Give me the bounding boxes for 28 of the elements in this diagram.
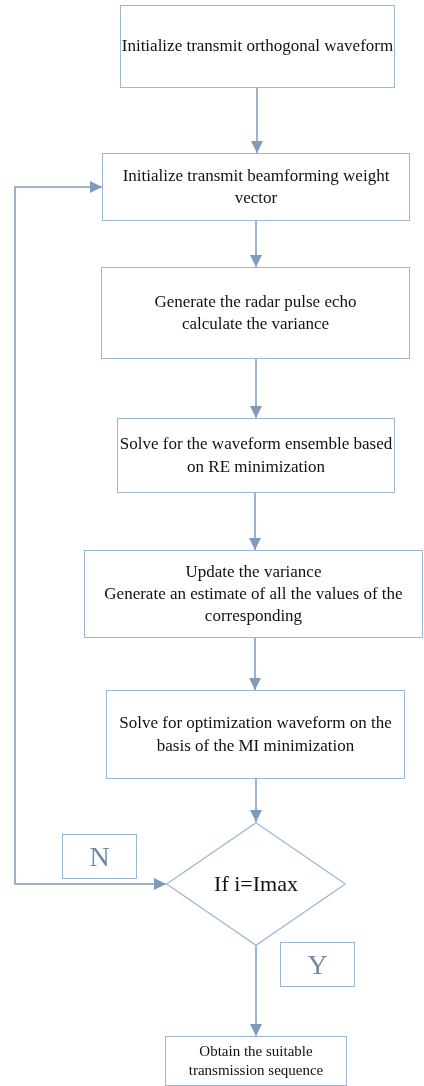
arrow: [250, 945, 262, 1037]
process-box: [101, 267, 410, 359]
step-text: Generate the radar pulse echo: [154, 290, 357, 313]
process-box: [84, 550, 423, 638]
step-text: Generate an estimate of all the values of the corresponding: [103, 582, 404, 628]
arrow: [251, 87, 263, 154]
arrow: [250, 220, 262, 268]
step-text: Solve for the waveform ensemble based on RE minimization: [118, 433, 394, 478]
process-box: [120, 5, 395, 88]
step-text: Initialize transmit orthogonal waveform: [121, 35, 394, 58]
process-box: [102, 153, 410, 221]
edge-label: N: [62, 834, 137, 879]
edge-label: Y: [280, 942, 355, 987]
arrow: [250, 778, 262, 823]
process-box: [165, 1036, 347, 1086]
arrow: [249, 637, 261, 691]
arrow: [250, 358, 262, 419]
process-box: [117, 418, 395, 493]
step-text: Initialize transmit beamforming weight vector: [121, 164, 391, 209]
step-text: Solve for optimization waveform on the basis of the MI minimization: [118, 712, 393, 757]
arrow: [249, 492, 261, 551]
process-box: [106, 690, 405, 779]
step-text: calculate the variance: [181, 313, 330, 335]
decision-diamond: [166, 822, 346, 946]
decision-text: If i=Imax: [214, 869, 298, 898]
step-text: Update the variance: [185, 560, 322, 583]
arrow: [14, 181, 167, 890]
step-text: Obtain the suitable transmission sequence: [187, 1041, 325, 1080]
